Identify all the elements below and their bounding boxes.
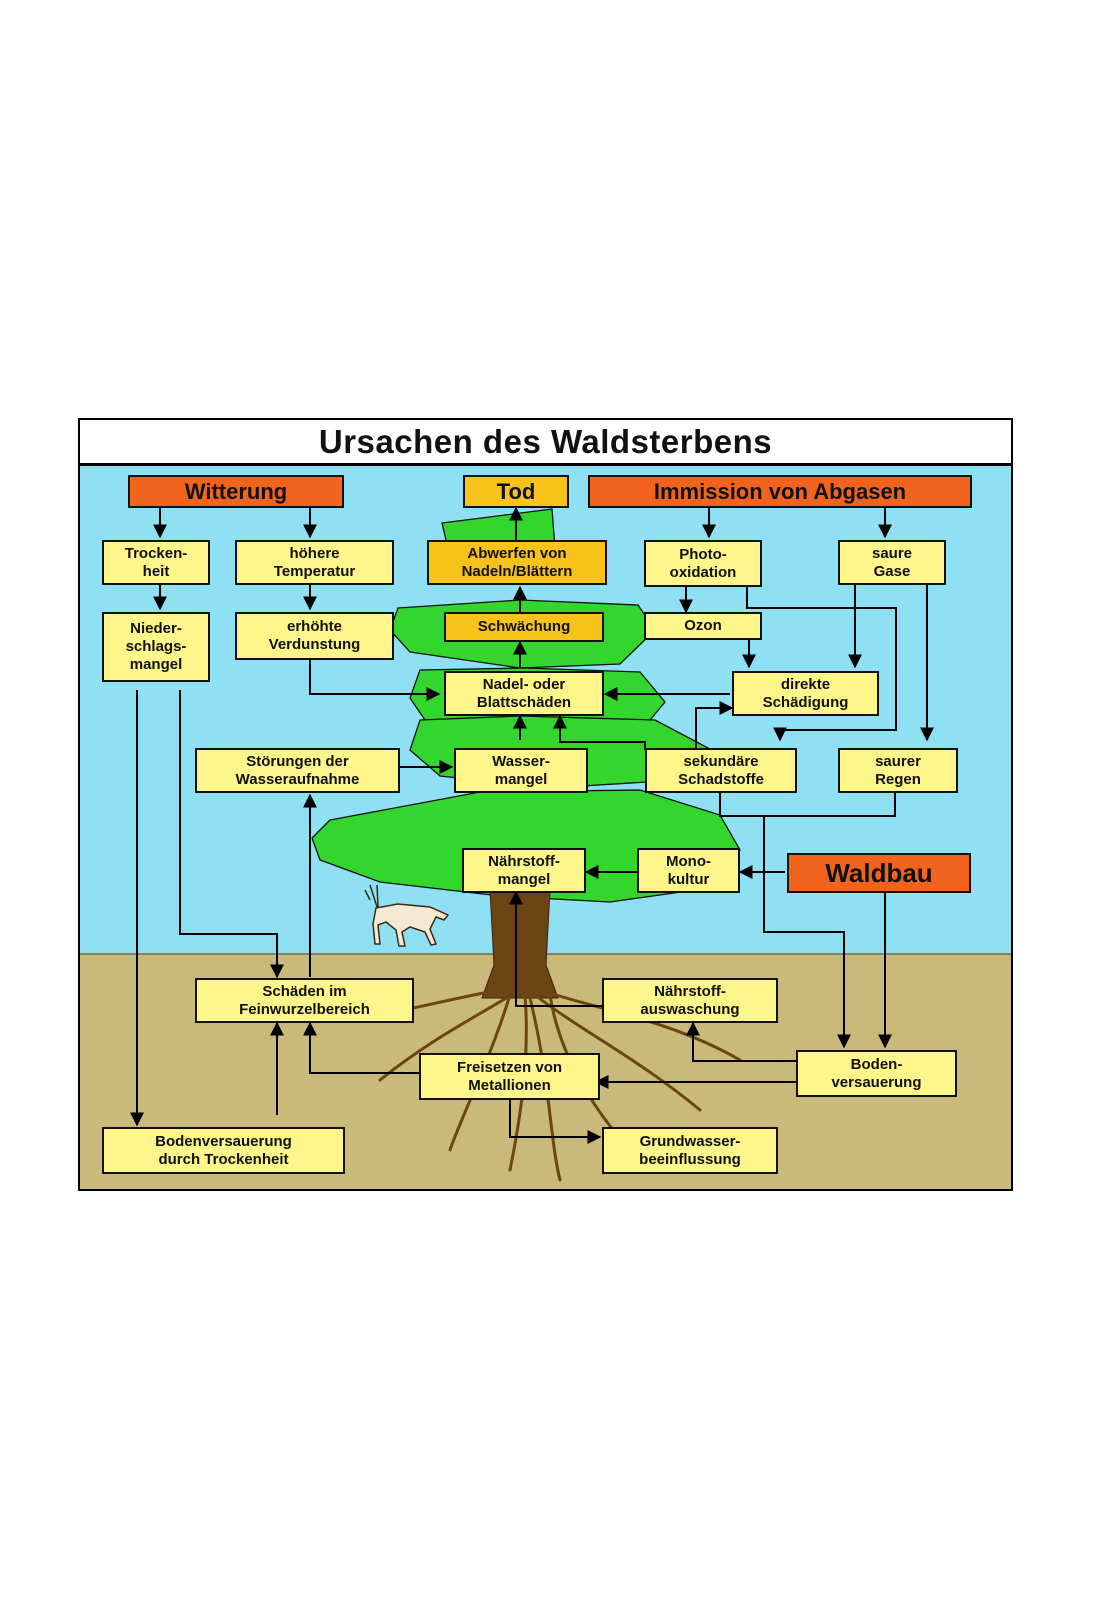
node-photooxidation: Photo- oxidation <box>644 540 762 587</box>
node-bodenversauerung-trockenheit: Bodenversauerung durch Trockenheit <box>102 1127 345 1174</box>
node-stoerungen-wasseraufnahme: Störungen der Wasseraufnahme <box>195 748 400 793</box>
node-saure-gase: saure Gase <box>838 540 946 585</box>
node-schwaechung: Schwächung <box>444 612 604 642</box>
node-wassermangel: Wasser- mangel <box>454 748 588 793</box>
diagram-figure: Ursachen des Waldsterbens Witterung Tod … <box>78 418 1013 1191</box>
node-sekundaere-schadstoffe: sekundäre Schadstoffe <box>645 748 797 793</box>
node-hoehere-temperatur: höhere Temperatur <box>235 540 394 585</box>
header-immission: Immission von Abgasen <box>588 475 972 508</box>
header-waldbau: Waldbau <box>787 853 971 893</box>
node-schaeden-feinwurzel: Schäden im Feinwurzelbereich <box>195 978 414 1023</box>
node-trockenheit: Trocken- heit <box>102 540 210 585</box>
arrows <box>130 506 934 1144</box>
node-direkte-schaedigung: direkte Schädigung <box>732 671 879 716</box>
node-naehrstoffauswaschung: Nährstoff- auswaschung <box>602 978 778 1023</box>
header-tod: Tod <box>463 475 569 508</box>
node-saurer-regen: saurer Regen <box>838 748 958 793</box>
node-erhoehte-verdunstung: erhöhte Verdunstung <box>235 612 394 660</box>
tree-trunk <box>481 889 559 999</box>
node-abwerfen: Abwerfen von Nadeln/Blättern <box>427 540 607 585</box>
node-monokultur: Mono- kultur <box>637 848 740 893</box>
diagram-title: Ursachen des Waldsterbens <box>80 420 1011 466</box>
node-naehrstoffmangel: Nährstoff- mangel <box>462 848 586 893</box>
node-grundwasser: Grundwasser- beeinflussung <box>602 1127 778 1174</box>
node-bodenversauerung: Boden- versauerung <box>796 1050 957 1097</box>
node-freisetzen-metallionen: Freisetzen von Metallionen <box>419 1053 600 1100</box>
header-witterung: Witterung <box>128 475 344 508</box>
node-niederschlagsmangel: Nieder- schlags- mangel <box>102 612 210 682</box>
node-nadel-blattschaeden: Nadel- oder Blattschäden <box>444 671 604 716</box>
deer-illustration <box>364 884 450 947</box>
node-ozon: Ozon <box>644 612 762 640</box>
